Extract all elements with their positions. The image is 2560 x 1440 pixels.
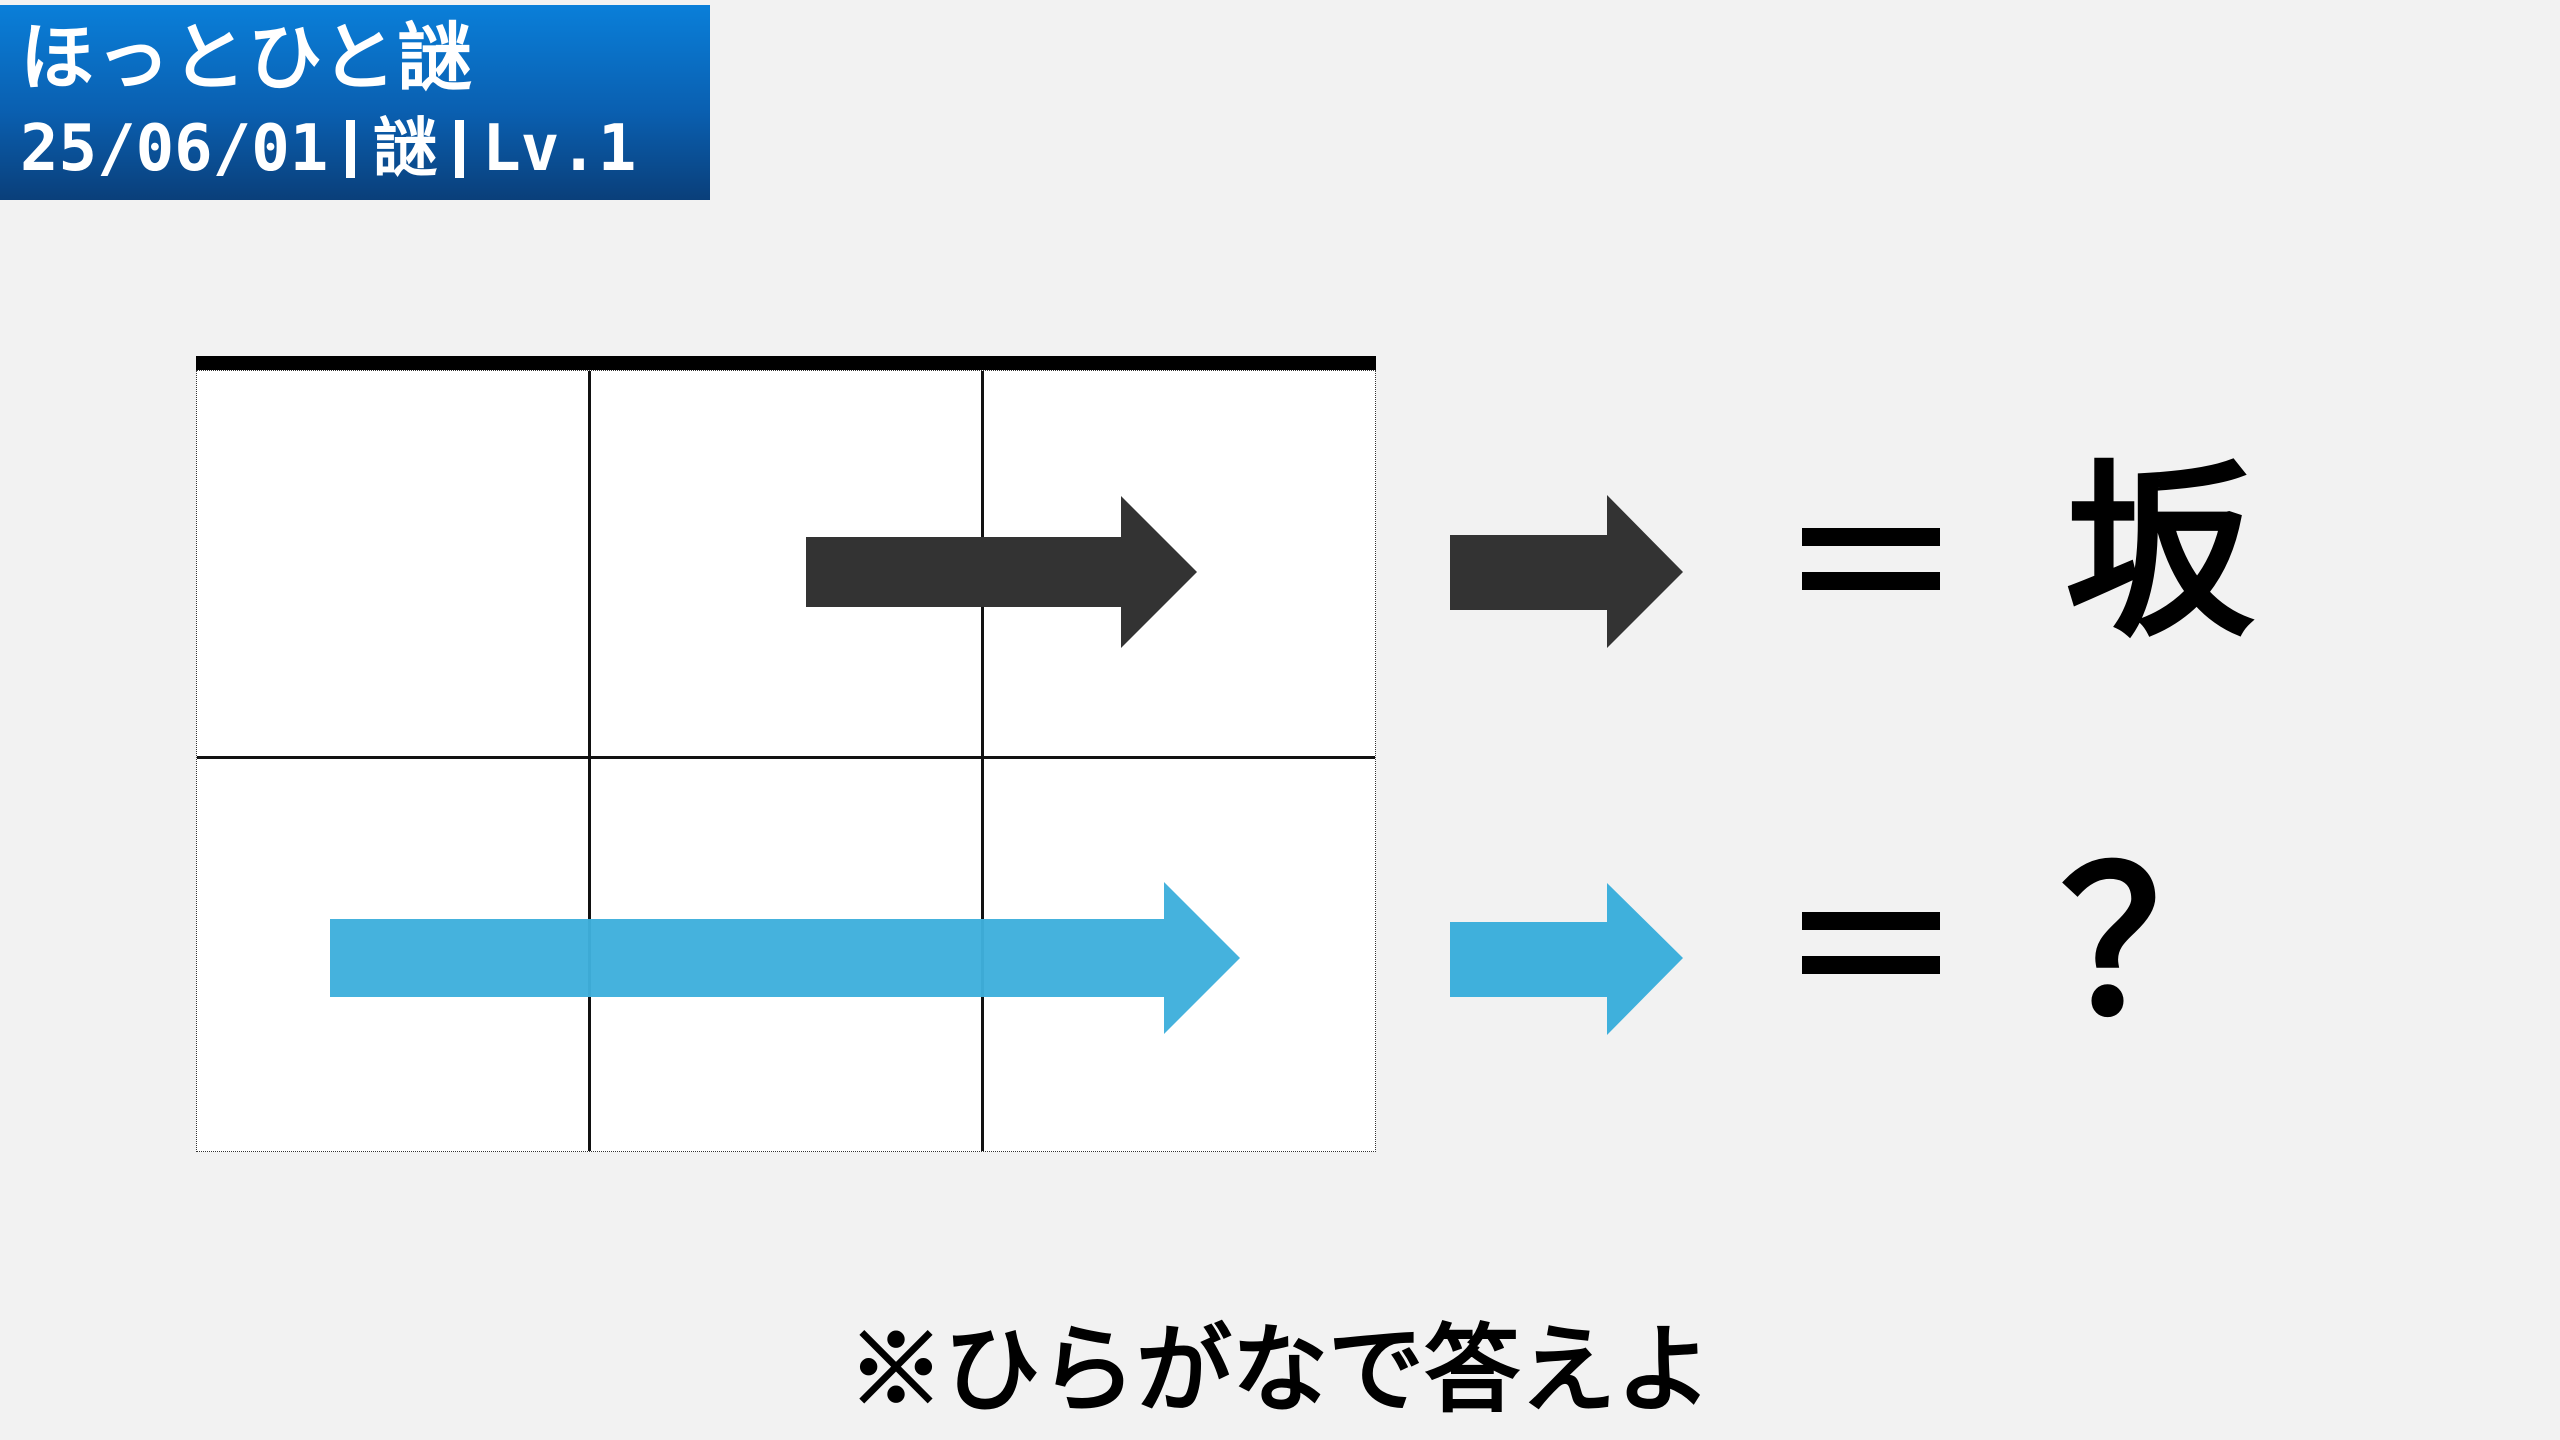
- badge-separator: [346, 120, 356, 178]
- badge-title: ほっとひと謎: [20, 15, 474, 101]
- header-badge: ほっとひと謎 25/06/01 謎 Lv.1: [0, 5, 710, 200]
- equals-bar: [1802, 956, 1940, 974]
- equals-bar: [1802, 528, 1940, 546]
- small-arrow-dark: [1450, 495, 1683, 648]
- small-arrow-blue: [1450, 883, 1683, 1035]
- badge-separator: [455, 120, 465, 178]
- grid-arrows: [330, 496, 1240, 1034]
- badge-category: 謎: [373, 112, 438, 186]
- badge-subtitle: 25/06/01 謎 Lv.1: [20, 109, 636, 189]
- grid-divider-vertical: [588, 371, 591, 1151]
- grid-top-bar: [196, 356, 1376, 370]
- badge-date: 25/06/01: [20, 112, 329, 186]
- instruction-note: ※ひらがなで答えよ: [848, 1313, 1712, 1426]
- grid-cells: [196, 370, 1376, 1152]
- answer-question-mark: ？: [2060, 828, 2261, 1061]
- equals-bar: [1802, 912, 1940, 930]
- puzzle-grid: [196, 356, 1376, 1152]
- grid-divider-vertical: [981, 371, 984, 1151]
- equals-bar: [1802, 572, 1940, 590]
- arrow-right-icon: [1450, 883, 1683, 1035]
- answer-kanji: 坂: [2064, 440, 2255, 663]
- badge-level: Lv.1: [482, 112, 637, 186]
- grid-divider-horizontal: [197, 756, 1375, 759]
- grid-arrow-blue: [330, 882, 1240, 1034]
- arrow-right-icon: [1450, 495, 1683, 648]
- grid-arrow-dark: [806, 496, 1197, 648]
